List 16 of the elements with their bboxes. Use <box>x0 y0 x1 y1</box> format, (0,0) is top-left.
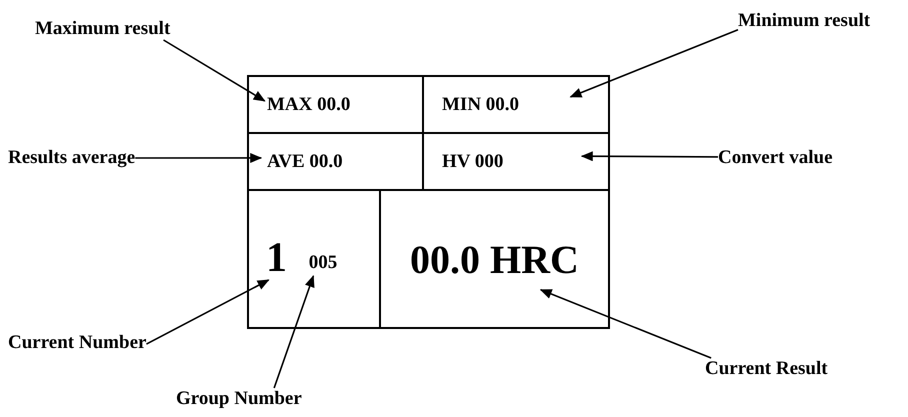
leader-arrow <box>580 151 718 162</box>
group-number-value: 005 <box>302 252 344 276</box>
leader-arrow <box>146 279 270 345</box>
callout-label: Group Number <box>176 388 302 410</box>
current-number-value: 1 <box>266 236 292 280</box>
leader-arrow <box>273 275 314 388</box>
leader-arrow <box>163 39 266 102</box>
callout-label: Results average <box>8 147 136 169</box>
leader-arrow <box>540 289 712 359</box>
leader-arrow <box>570 29 738 98</box>
callout-label: Maximum result <box>35 18 170 40</box>
callout-label: Convert value <box>718 147 833 169</box>
callout-label: Minimum result <box>738 10 870 32</box>
leader-arrow <box>135 152 262 163</box>
callout-label: Current Number <box>8 332 146 354</box>
callout-label: Current Result <box>705 358 828 380</box>
